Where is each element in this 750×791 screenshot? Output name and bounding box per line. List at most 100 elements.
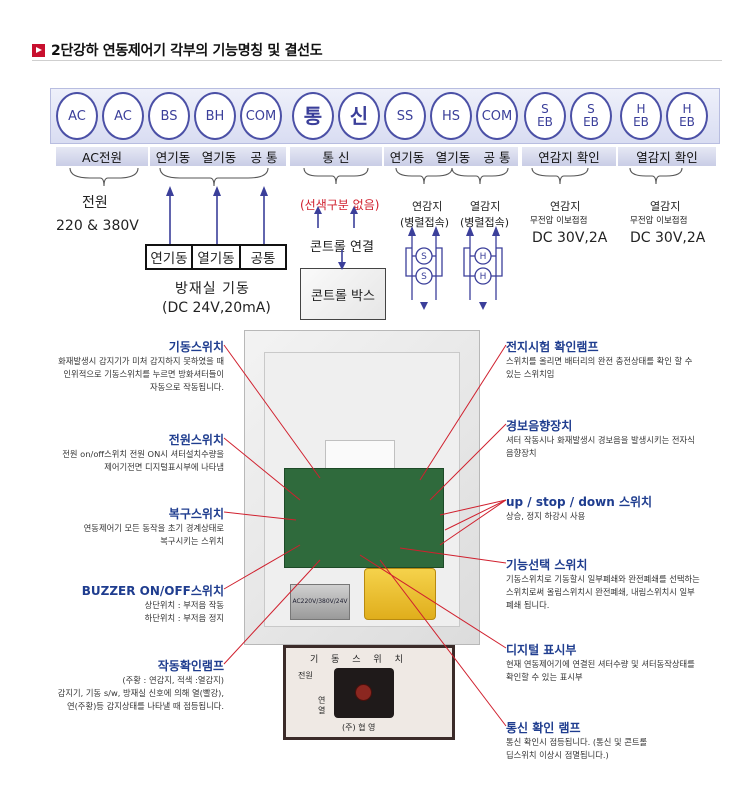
callout-right-body-2: 셔터 작동시나 화재발생시 경보음을 발생시키는 전자식 음향장치 xyxy=(506,435,695,458)
group-label-ss: 연기동 xyxy=(389,150,425,165)
group-label-bs: 연기동 xyxy=(155,150,191,165)
start-arrowhead-smoke xyxy=(166,186,174,196)
group-label-ac: AC전원 xyxy=(81,150,123,165)
title-bar: 2단강하 연동제어기 각부의 기능명칭 및 결선도 xyxy=(32,40,323,60)
heat-check-title: 열감지 xyxy=(650,200,681,213)
terminal-1: AC xyxy=(56,92,98,140)
group-bar-sensor xyxy=(384,147,518,166)
callout-left-body-1: 화재발생시 감지기가 미처 감지하지 못하였을 때 인위적으로 기동스위치를 누… xyxy=(58,356,224,392)
heat-arrowhead-right xyxy=(492,226,500,236)
terminal-12: S EB xyxy=(570,92,612,140)
terminal-11: S EB xyxy=(524,92,566,140)
panel-label-power: 전원 xyxy=(298,671,313,680)
comm-link: 콘트롤 연결 xyxy=(310,240,374,255)
leader-display xyxy=(359,554,507,649)
panel-label-smoke-heat: 연 열 xyxy=(318,696,326,715)
leader-lamp xyxy=(223,559,321,665)
smoke-check-spec: DC 30V,2A xyxy=(532,230,608,246)
control-box: 콘트롤 박스 xyxy=(300,268,386,320)
leader-reset-switch xyxy=(223,511,297,521)
seb-brace xyxy=(531,167,589,185)
callout-left-body-2: 전원 on/off스위치 전원 ON시 셔터설치수량을 제어기전면 디지털표시부… xyxy=(62,449,224,472)
title-divider xyxy=(32,60,722,61)
heat-sensor-sub: (병렬접속) xyxy=(460,216,510,229)
heat-sensor-title: 열감지 xyxy=(470,200,501,213)
heat-check-sub: 무전압 이보접점 xyxy=(630,216,688,226)
transformer-label: AC220V/380V/24V xyxy=(292,598,348,605)
start-box-smoke: 연기동 xyxy=(145,244,193,270)
smoke-loop-left xyxy=(405,247,412,277)
smoke-sensor-title: 연감지 xyxy=(412,200,443,213)
comm-brace xyxy=(303,167,369,185)
page-title: 2단강하 연동제어기 각부의 기능명칭 및 결선도 xyxy=(51,43,323,59)
group-label-com2: 공 통 xyxy=(483,150,511,165)
leader-start-switch xyxy=(223,344,321,479)
heat-arrowhead-left xyxy=(466,226,474,236)
play-icon xyxy=(32,43,45,57)
terminal-3: BS xyxy=(148,92,190,140)
terminal-10: COM xyxy=(476,92,518,140)
smoke-arrowhead-down xyxy=(420,302,428,310)
leader-battery-lamp xyxy=(419,344,507,481)
heat-arrowhead-down xyxy=(479,302,487,310)
group-label-hs: 열기동 xyxy=(435,150,471,165)
start-switch-button[interactable] xyxy=(355,684,372,701)
terminal-14: H EB xyxy=(666,92,708,140)
leader-power-switch xyxy=(223,437,301,501)
start-arrowhead-common xyxy=(260,186,268,196)
transformer xyxy=(290,584,350,620)
group-label-seb: 연감지 확인 xyxy=(538,150,600,165)
callout-right-title-5: 디지털 표시부 xyxy=(506,643,577,657)
heat-sensor-2-symbol: H xyxy=(480,272,487,282)
heat-loop-right xyxy=(496,247,503,277)
power-spec: 220 & 380V xyxy=(56,218,139,234)
smoke-sensor-sub: (병렬접속) xyxy=(400,216,450,229)
group-label-com1: 공 통 xyxy=(250,150,278,165)
callout-left-body-4: 상단위치 : 부저음 작동 하단위치 : 부저음 정지 xyxy=(144,600,224,623)
leader-comm-lamp xyxy=(379,559,507,727)
battery-pack xyxy=(364,568,436,620)
terminal-8: SS xyxy=(384,92,426,140)
circuit-board xyxy=(284,468,444,568)
start-box-common: 공통 xyxy=(241,244,287,270)
start-brace xyxy=(159,167,269,187)
smoke-check-title: 연감지 xyxy=(550,200,581,213)
heat-sensor-1-symbol: H xyxy=(480,252,487,262)
group-bar-seb xyxy=(522,147,616,166)
terminal-5: COM xyxy=(240,92,282,140)
leader-select xyxy=(399,547,507,564)
callout-right-title-6: 통신 확인 램프 xyxy=(506,721,581,735)
terminal-9: HS xyxy=(430,92,472,140)
panel-title: 기 동 스 위 치 xyxy=(310,655,408,665)
callout-left-body-5: (주황 : 연감지, 적색 :열감지) 감지기, 기동 s/w, 방재실 신호에… xyxy=(57,675,224,711)
panel-brand: (주) 협 영 xyxy=(342,723,376,732)
comm-arrowhead-right xyxy=(350,206,358,214)
terminal-4: BH xyxy=(194,92,236,140)
smoke-sensor-1-symbol: S xyxy=(421,252,427,262)
leader-updown-1 xyxy=(439,499,507,516)
leader-updown-3 xyxy=(439,499,507,546)
group-bar-comm xyxy=(290,147,382,166)
start-spec: (DC 24V,20mA) xyxy=(162,300,271,316)
start-title: 방재실 기동 xyxy=(175,281,250,297)
comm-arrowhead-left xyxy=(314,206,322,214)
smoke-loop-right xyxy=(436,247,443,277)
smoke-arrowhead-left xyxy=(408,226,416,236)
heb-brace xyxy=(629,167,683,185)
smoke-brace xyxy=(395,167,453,185)
start-arrowhead-heat xyxy=(213,186,221,196)
leader-buzzer-switch xyxy=(223,544,301,590)
callout-right-title-2: 경보음향장치 xyxy=(506,419,573,433)
power-title: 전원 xyxy=(82,195,108,211)
callout-left-title-4: BUZZER ON/OFF스위치 xyxy=(81,584,224,598)
callout-right-title-4: 기능선택 스위치 xyxy=(506,558,588,572)
smoke-sensor-2-symbol: S xyxy=(421,272,427,282)
callout-left-title-5: 작동확인램프 xyxy=(157,659,224,673)
group-label-bh: 열기동 xyxy=(201,150,237,165)
leader-alarm xyxy=(429,423,507,501)
comm-arrowhead-down xyxy=(338,262,346,270)
heat-brace xyxy=(451,167,509,185)
group-bar-heb xyxy=(618,147,716,166)
callout-right-body-5: 현재 연동제어기에 연결된 셔터수량 및 셔터동작상태를 확인할 수 있는 표시… xyxy=(506,659,695,682)
